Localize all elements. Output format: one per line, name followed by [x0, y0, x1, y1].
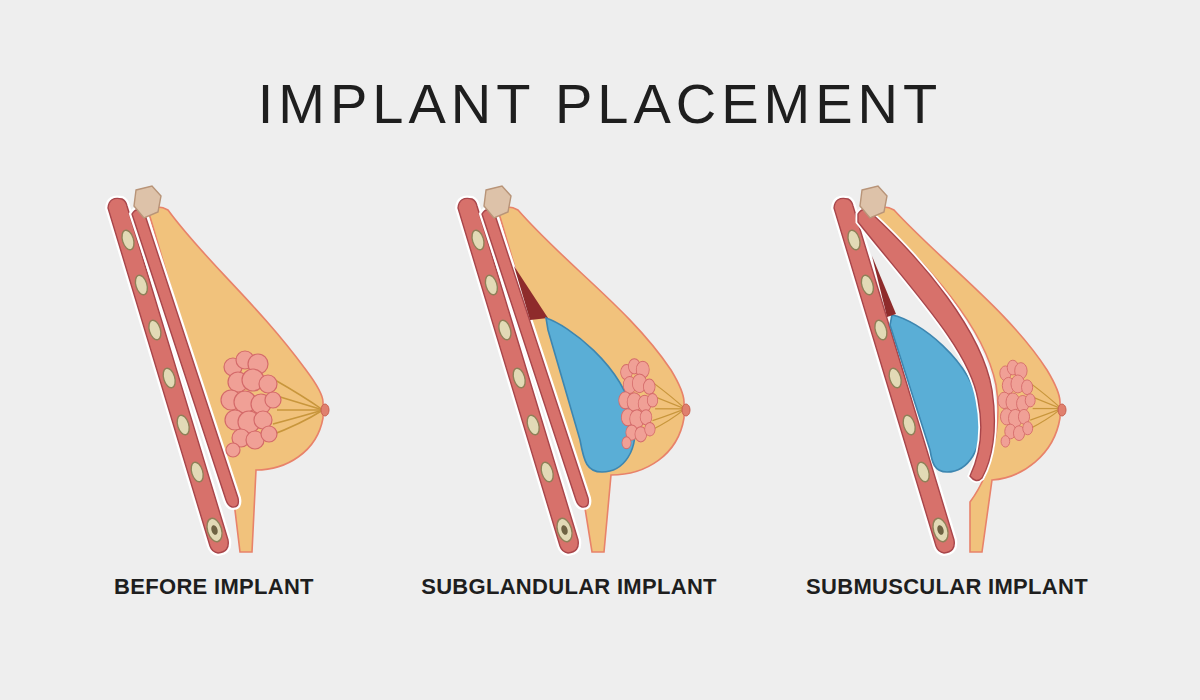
fascia-gap	[132, 209, 238, 507]
breast-figure	[458, 186, 690, 553]
implant-pocket	[514, 266, 548, 320]
nipple	[1058, 404, 1066, 416]
clavicle	[484, 186, 511, 218]
fascia-gap	[108, 198, 228, 553]
clavicle	[134, 186, 161, 218]
rib-section	[470, 229, 575, 544]
rib-core	[560, 524, 569, 535]
page-title: IMPLANT PLACEMENT	[258, 76, 943, 132]
nipple	[321, 404, 329, 416]
breast-figure	[108, 186, 329, 553]
mammary-gland	[619, 359, 685, 449]
rib-core	[210, 524, 219, 535]
chest-wall	[458, 198, 578, 553]
pectoral-muscle	[858, 209, 994, 480]
chest-wall	[108, 198, 228, 553]
fascia-gap	[458, 198, 578, 553]
pectoral-muscle	[132, 209, 238, 507]
fascia-gap	[858, 209, 994, 480]
figure-caption: SUBGLANDULAR IMPLANT	[421, 576, 717, 598]
figure-caption: BEFORE IMPLANT	[114, 576, 314, 598]
rib-section	[120, 229, 225, 544]
nipple	[682, 404, 690, 416]
rib-core	[936, 524, 945, 535]
figure-caption: SUBMUSCULAR IMPLANT	[806, 576, 1088, 598]
clavicle	[860, 186, 887, 218]
mammary-gland	[221, 351, 323, 457]
breast-figure	[834, 186, 1066, 553]
mammary-gland	[998, 360, 1061, 447]
